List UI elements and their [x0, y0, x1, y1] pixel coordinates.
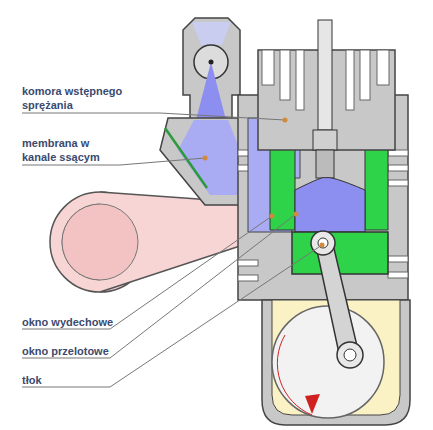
- part-label: okno przelotowe: [22, 344, 162, 358]
- leader-lines: [22, 113, 322, 387]
- exhaust-pipe: [50, 192, 240, 292]
- piston: [292, 232, 388, 274]
- part-label: komora wstępnego sprężania: [22, 84, 142, 112]
- part-label: okno wydechowe: [22, 315, 162, 329]
- part-label: membrana w kanale ssącym: [22, 136, 122, 164]
- part-label: tłok: [22, 373, 162, 387]
- connecting-rod: [311, 231, 363, 368]
- carburetor: [183, 18, 240, 120]
- leader-dots: [203, 118, 325, 248]
- intake-channel: [160, 118, 248, 205]
- spark-plug: [313, 20, 337, 178]
